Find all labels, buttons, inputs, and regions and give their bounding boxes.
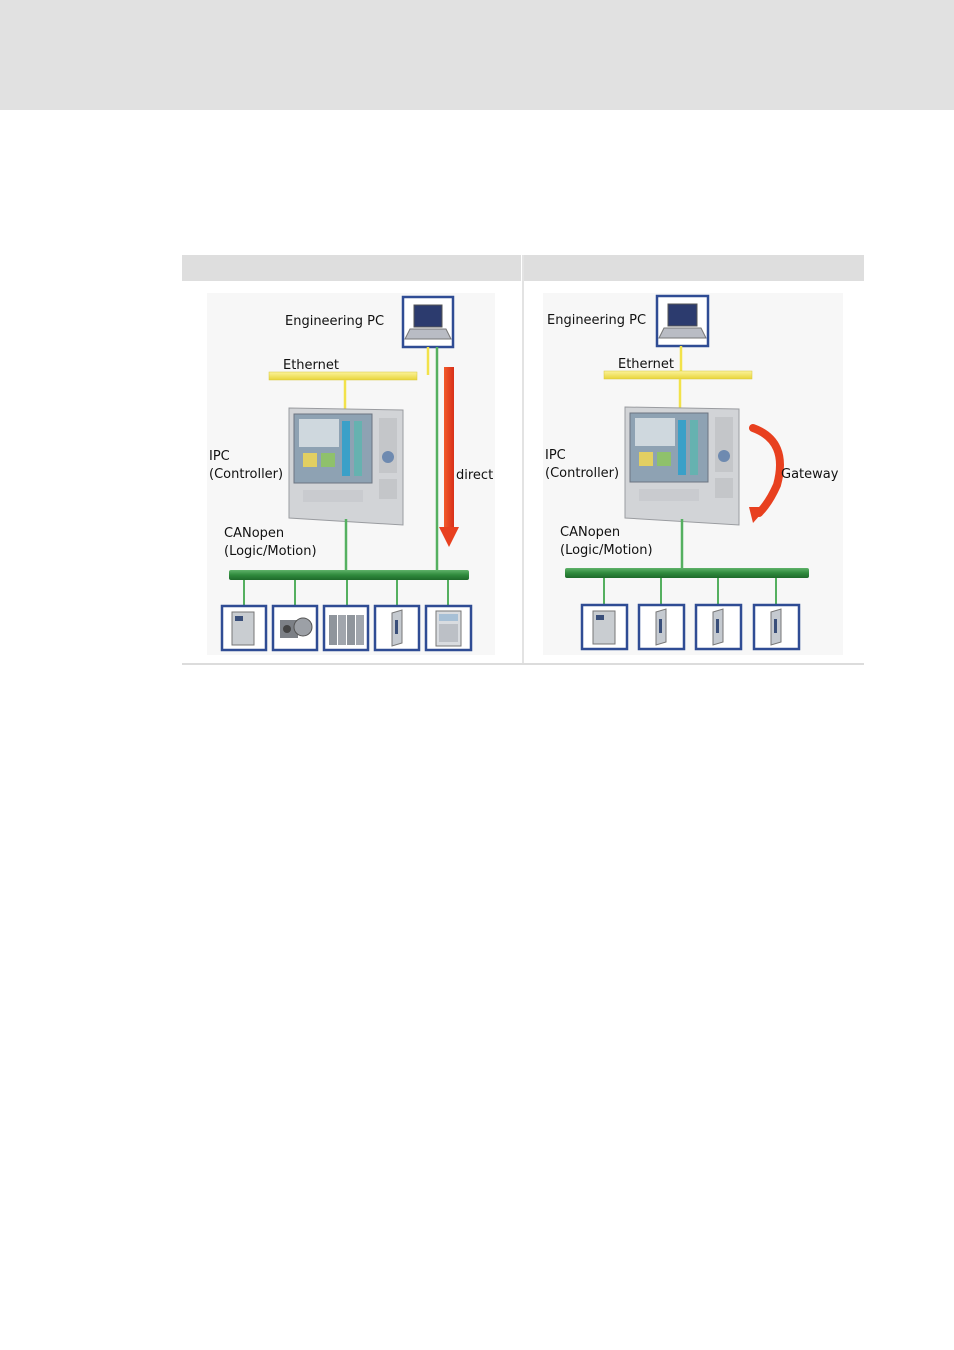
- figure-table: Engineering PC Ethernet: [182, 255, 864, 665]
- ipc-label-line1: IPC: [209, 449, 230, 464]
- canopen-label-line2: (Logic/Motion): [560, 543, 653, 558]
- ipc-label-line1: IPC: [545, 448, 566, 463]
- canopen-label-line1: CANopen: [560, 525, 620, 540]
- operator-panel-icon: [426, 606, 471, 650]
- slim-drive-icon: [696, 605, 741, 649]
- slim-drive-icon: [375, 606, 419, 650]
- ipc-controller-icon: [289, 408, 403, 525]
- table-header-left: [182, 255, 521, 281]
- io-modules-icon: [324, 606, 368, 650]
- ipc-label-line2: (Controller): [209, 467, 283, 482]
- servo-drive-icon: [582, 605, 627, 649]
- table-bottom-rule: [182, 663, 864, 665]
- servo-drive-icon: [222, 606, 266, 650]
- gateway-label: Gateway: [781, 467, 839, 482]
- diagram-direct: Engineering PC Ethernet: [207, 293, 495, 655]
- ipc-controller-icon: [625, 407, 739, 525]
- table-header-right: [524, 255, 864, 281]
- ethernet-label: Ethernet: [283, 358, 339, 373]
- engineering-pc-icon: [657, 296, 708, 346]
- engineering-pc-label: Engineering PC: [285, 314, 384, 329]
- slim-drive-icon: [639, 605, 684, 649]
- canopen-bus: [565, 568, 809, 578]
- canopen-label-line1: CANopen: [224, 526, 284, 541]
- motor-gearbox-icon: [273, 606, 317, 650]
- ethernet-bar: [604, 371, 752, 379]
- canopen-bus: [229, 570, 469, 580]
- direct-label: direct: [456, 468, 493, 483]
- engineering-pc-label: Engineering PC: [547, 313, 646, 328]
- ethernet-bar: [269, 372, 417, 380]
- column-divider: [522, 255, 524, 665]
- ipc-label-line2: (Controller): [545, 466, 619, 481]
- slim-drive-icon: [754, 605, 799, 649]
- ethernet-label: Ethernet: [618, 357, 674, 372]
- engineering-pc-icon: [403, 297, 453, 347]
- header-band: [0, 0, 954, 110]
- diagram-gateway: Engineering PC Ethernet IPC (Con: [543, 293, 843, 655]
- canopen-label-line2: (Logic/Motion): [224, 544, 317, 559]
